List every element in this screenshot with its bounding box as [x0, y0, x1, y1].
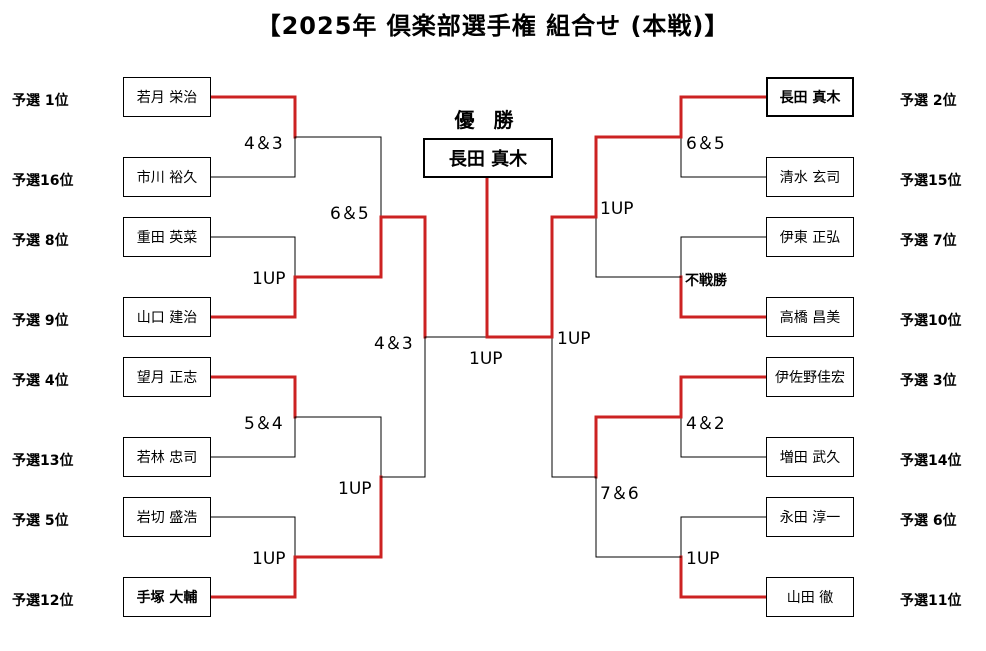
right-player-1: 長田 真木 — [766, 77, 854, 117]
right-rank-8: 予選11位 — [900, 593, 962, 609]
right-rank-2: 予選15位 — [900, 173, 962, 189]
left-player-1: 若月 栄治 — [123, 77, 211, 117]
right-r1-score-4: 1UP — [686, 549, 720, 569]
right-rank-1: 予選 2位 — [900, 93, 957, 109]
left-player-4: 山口 建治 — [123, 297, 211, 337]
right-r3-score: 1UP — [557, 329, 591, 349]
left-rank-7: 予選 5位 — [12, 513, 69, 529]
left-rank-8: 予選12位 — [12, 593, 74, 609]
left-player-7: 岩切 盛浩 — [123, 497, 211, 537]
right-rank-6: 予選14位 — [900, 453, 962, 469]
right-rank-7: 予選 6位 — [900, 513, 957, 529]
right-player-7: 永田 淳一 — [766, 497, 854, 537]
left-r3-score: 4＆3 — [374, 334, 413, 354]
left-rank-2: 予選16位 — [12, 173, 74, 189]
right-r1-score-2: 不戦勝 — [685, 273, 727, 289]
left-rank-3: 予選 8位 — [12, 233, 69, 249]
right-player-4: 高橋 昌美 — [766, 297, 854, 337]
right-player-6: 増田 武久 — [766, 437, 854, 477]
right-r1-score-3: 4＆2 — [686, 414, 725, 434]
left-player-3: 重田 英菜 — [123, 217, 211, 257]
right-rank-5: 予選 3位 — [900, 373, 957, 389]
left-rank-1: 予選 1位 — [12, 93, 69, 109]
champion-label: 優 勝 — [454, 108, 520, 132]
left-r1-score-2: 1UP — [252, 269, 286, 289]
right-r1-score-1: 6＆5 — [686, 134, 725, 154]
right-r2-score-1: 1UP — [600, 199, 634, 219]
right-player-2: 清水 玄司 — [766, 157, 854, 197]
right-player-3: 伊東 正弘 — [766, 217, 854, 257]
page-title: 【2025年 倶楽部選手権 組合せ (本戦)】 — [256, 12, 730, 40]
right-r2-score-2: 7＆6 — [600, 484, 639, 504]
right-player-8: 山田 徹 — [766, 577, 854, 617]
left-rank-4: 予選 9位 — [12, 313, 69, 329]
left-player-2: 市川 裕久 — [123, 157, 211, 197]
right-rank-3: 予選 7位 — [900, 233, 957, 249]
left-r1-score-1: 4＆3 — [244, 134, 283, 154]
left-r2-score-2: 1UP — [338, 479, 372, 499]
left-r1-score-4: 1UP — [252, 549, 286, 569]
champion-box: 長田 真木 — [423, 138, 553, 178]
left-r2-score-1: 6＆5 — [330, 204, 369, 224]
left-player-5: 望月 正志 — [123, 357, 211, 397]
final-score: 1UP — [469, 349, 503, 369]
left-player-6: 若林 忠司 — [123, 437, 211, 477]
right-player-5: 伊佐野佳宏 — [766, 357, 854, 397]
left-r1-score-3: 5＆4 — [244, 414, 283, 434]
left-rank-6: 予選13位 — [12, 453, 74, 469]
left-player-8: 手塚 大輔 — [123, 577, 211, 617]
right-rank-4: 予選10位 — [900, 313, 962, 329]
left-rank-5: 予選 4位 — [12, 373, 69, 389]
